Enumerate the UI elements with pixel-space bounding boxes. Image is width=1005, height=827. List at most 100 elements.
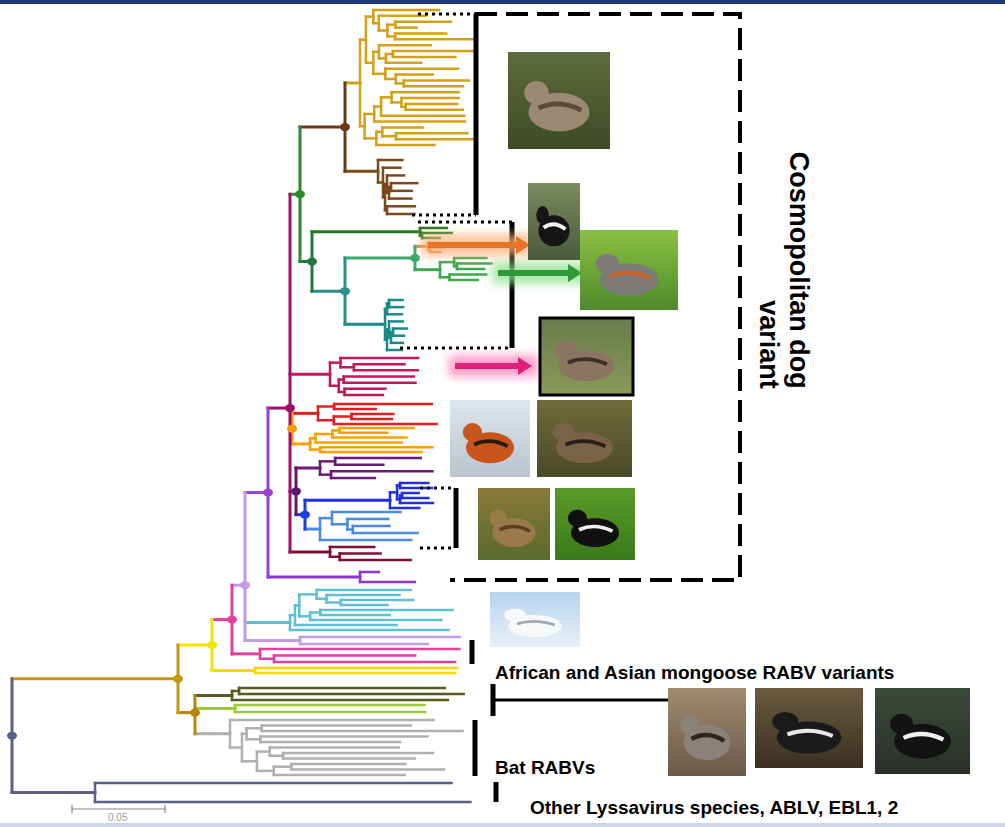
tree-branch xyxy=(339,427,413,430)
tree-branch xyxy=(296,467,320,470)
animal-marking xyxy=(691,735,724,741)
tree-branch xyxy=(257,750,270,753)
tree-branch xyxy=(274,661,455,664)
animal-photo xyxy=(450,400,530,477)
tree-branch xyxy=(262,724,411,727)
node-dot xyxy=(285,404,295,412)
animal-head xyxy=(890,714,913,735)
photo-background xyxy=(450,400,530,477)
photo-background xyxy=(580,230,678,310)
photo-background xyxy=(528,183,580,260)
tree-branch xyxy=(255,667,457,670)
bracket-line xyxy=(420,547,455,550)
tree-branch xyxy=(402,497,428,500)
tree-branch xyxy=(178,644,212,647)
animal-head xyxy=(772,712,798,731)
tree-branch xyxy=(334,423,437,426)
tree-branch xyxy=(457,268,484,271)
tree-branch xyxy=(335,463,383,466)
bracket-line xyxy=(400,347,512,350)
tree-branch xyxy=(260,658,274,661)
tree-branch xyxy=(406,103,458,106)
tree-branch xyxy=(257,770,274,773)
animal-marking xyxy=(500,526,530,531)
photo-background xyxy=(478,488,550,560)
tree-branch xyxy=(373,9,439,12)
tree-branch xyxy=(392,101,402,104)
tree-branch xyxy=(440,276,450,279)
tree-branch xyxy=(274,654,415,657)
top-bar xyxy=(0,0,1005,4)
tree-branch xyxy=(396,73,433,76)
tree-branch xyxy=(334,408,376,411)
tree-branch xyxy=(345,170,378,173)
group-label: Cosmopolitan dog variant xyxy=(753,127,812,389)
tree-branch xyxy=(389,320,403,323)
animal-marking xyxy=(579,526,613,531)
animal-head xyxy=(596,254,620,273)
tree-branch xyxy=(454,257,486,260)
node-dot xyxy=(300,511,310,519)
tree-branch xyxy=(376,144,434,147)
tree-branch xyxy=(391,182,417,185)
tree-branch xyxy=(255,672,455,675)
tree-branch xyxy=(382,126,422,129)
tree-branch xyxy=(402,492,419,495)
animal-head xyxy=(463,423,482,441)
tree-branch xyxy=(310,619,441,622)
tree-branch xyxy=(292,412,318,415)
tree-branch xyxy=(330,546,374,549)
node-dot xyxy=(295,190,305,198)
tree-branch xyxy=(393,327,407,330)
tree-branch xyxy=(365,113,375,116)
tree-branch xyxy=(389,299,403,302)
tree-branch xyxy=(396,138,474,141)
animal-marking xyxy=(539,104,582,110)
tree-branch xyxy=(344,375,414,378)
tree-branch xyxy=(232,652,260,655)
tree-branch xyxy=(379,44,431,47)
tree-branch xyxy=(339,432,387,435)
animal-marking xyxy=(609,273,650,278)
animal-marking xyxy=(568,359,607,364)
tree-branch xyxy=(332,511,400,514)
animal-head xyxy=(490,510,507,527)
tree-branch xyxy=(395,26,416,29)
tree-branch xyxy=(300,636,460,639)
animal-marking xyxy=(544,224,566,229)
node-dot xyxy=(307,257,317,265)
animal-photo xyxy=(490,592,580,647)
tree-branch xyxy=(381,96,392,99)
tree-branch xyxy=(345,257,415,260)
animal-photo xyxy=(875,688,970,774)
tree-branch xyxy=(247,727,262,730)
photo-background xyxy=(555,488,635,560)
tree-branch xyxy=(340,552,381,555)
tree-branch xyxy=(235,704,425,707)
tree-branch xyxy=(345,388,386,391)
tree-branch xyxy=(450,279,478,282)
tree-branch xyxy=(353,532,418,535)
tree-branch xyxy=(393,334,404,337)
photo-background xyxy=(537,400,632,477)
tree-branch xyxy=(318,419,334,422)
tree-branch xyxy=(330,556,340,559)
tree-branch xyxy=(320,473,331,476)
tree-branch xyxy=(245,639,300,642)
arrow-head xyxy=(516,236,530,254)
scale-label: 0.05 xyxy=(108,812,127,824)
tree-branch xyxy=(341,366,354,369)
arrow-shaft xyxy=(455,363,520,369)
node-dot xyxy=(340,287,350,295)
node-dot xyxy=(287,425,297,433)
photo-background xyxy=(490,592,580,647)
tree-branch xyxy=(390,507,419,510)
bracket-line xyxy=(473,720,478,776)
tree-branch xyxy=(274,766,291,769)
tree-branch xyxy=(330,385,339,388)
animal-marking xyxy=(566,441,606,446)
tree-branch xyxy=(395,38,475,41)
tree-branch xyxy=(365,137,377,140)
animal-photos xyxy=(450,52,970,776)
